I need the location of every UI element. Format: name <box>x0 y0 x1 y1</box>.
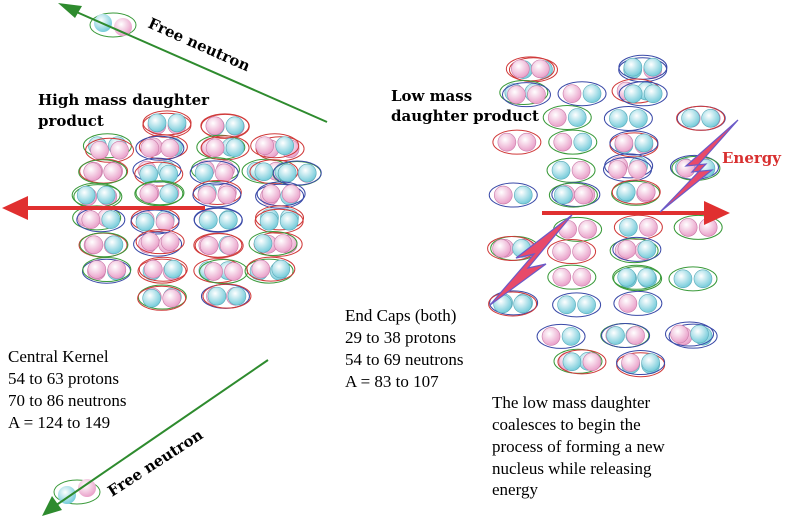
nucleon-pair <box>548 129 598 155</box>
end-caps-info: End Caps (both) 29 to 38 protons 54 to 6… <box>345 306 468 391</box>
central-kernel-info: Central Kernel 54 to 63 protons 70 to 86… <box>8 347 131 432</box>
nucleon-pair <box>612 264 662 290</box>
nucleon-pair <box>609 130 659 156</box>
nucleon-pair <box>135 135 185 161</box>
nucleon-pair <box>488 182 538 208</box>
free-neutron-top-arrow <box>58 3 328 123</box>
nucleon-pair <box>505 56 555 82</box>
nucleon-pair <box>254 208 304 234</box>
nucleon-pair <box>618 81 668 107</box>
low-mass-label-line-2: daughter product <box>391 107 539 125</box>
nucleon-pair <box>668 266 718 292</box>
central-kernel-neutrons: 70 to 86 neutrons <box>8 391 127 410</box>
free-neutron-bottom-particle <box>53 479 101 505</box>
high-mass-nucleus-cluster <box>71 110 322 311</box>
nucleon-pair <box>76 207 126 233</box>
nucleon-pair <box>676 105 726 131</box>
energy-lightning-icon <box>489 119 739 306</box>
coalesce-note-line-3: process of forming a new <box>492 437 666 456</box>
nucleon-pair <box>142 110 192 136</box>
high-mass-direction-arrow <box>2 196 205 220</box>
nucleon-pair <box>192 182 242 208</box>
high-mass-label: High mass daughter product <box>38 91 214 130</box>
central-kernel-mass: A = 124 to 149 <box>8 413 110 432</box>
central-kernel-title: Central Kernel <box>8 347 109 366</box>
nucleon-pair <box>613 214 663 240</box>
coalesce-note: The low mass daughter coalesces to begin… <box>492 393 669 499</box>
low-mass-nucleus-cluster <box>487 54 726 378</box>
nucleon-pair <box>603 105 653 131</box>
nucleon-pair <box>546 157 596 183</box>
nucleon-pair <box>542 105 592 131</box>
end-caps-neutrons: 54 to 69 neutrons <box>345 350 464 369</box>
nucleon-pair <box>557 349 607 375</box>
nucleon-pair <box>246 256 296 282</box>
high-mass-label-line-1: High mass daughter <box>38 91 210 109</box>
nucleon-pair <box>548 182 598 208</box>
low-mass-direction-arrow <box>542 201 730 225</box>
nucleon-pair <box>199 259 249 285</box>
nucleon-pair <box>501 82 551 108</box>
nucleon-pair <box>613 290 663 316</box>
nucleon-pair <box>612 236 662 262</box>
nucleon-pair <box>85 137 135 163</box>
free-neutron-top-particle <box>89 12 137 38</box>
nucleon-pair <box>194 233 244 259</box>
nucleon-pair <box>536 323 586 349</box>
nucleon-pair <box>552 292 602 318</box>
free-neutron-bottom-arrow <box>42 359 269 516</box>
nucleon-pair <box>611 179 661 205</box>
coalesce-note-line-4: nucleus while releasing <box>492 459 652 478</box>
high-mass-label-line-2: product <box>38 112 104 130</box>
low-mass-label-line-1: Low mass <box>391 87 472 105</box>
nucleon-pair <box>256 181 306 207</box>
coalesce-note-line-5: energy <box>492 480 538 499</box>
nucleon-pair <box>200 113 250 139</box>
coalesce-note-line-2: coalesces to begin the <box>492 415 641 434</box>
nucleon-pair <box>618 54 668 80</box>
end-caps-title: End Caps (both) <box>345 306 456 325</box>
central-kernel-protons: 54 to 63 protons <box>8 369 119 388</box>
nucleon-pair <box>82 257 132 283</box>
low-mass-label: Low mass daughter product <box>391 87 539 125</box>
nucleon-pair <box>557 81 607 107</box>
nucleon-pair <box>488 291 538 317</box>
nucleon-pair <box>250 133 300 159</box>
nucleon-pair <box>137 285 187 311</box>
nucleon-pair <box>189 160 239 186</box>
nucleon-pair <box>248 231 298 257</box>
nucleon-pair <box>547 264 597 290</box>
nucleon-pair <box>200 135 250 161</box>
nucleon-pair <box>134 161 184 187</box>
coalesce-note-line-1: The low mass daughter <box>492 393 650 412</box>
nucleon-pair <box>601 323 651 349</box>
nucleon-pair <box>272 160 322 186</box>
nucleon-pair <box>602 156 652 182</box>
nucleon-pair <box>616 350 666 376</box>
nucleon-pair <box>79 232 129 258</box>
nucleon-pair <box>547 239 597 265</box>
nucleon-pair <box>492 129 542 155</box>
nucleon-pair <box>193 207 243 233</box>
nucleon-pair <box>135 229 185 255</box>
nucleon-pair <box>130 209 180 235</box>
nucleon-pair <box>134 181 184 207</box>
end-caps-mass: A = 83 to 107 <box>345 372 439 391</box>
nucleon-pair <box>138 256 188 282</box>
nucleon-pair <box>673 214 723 240</box>
end-caps-protons: 29 to 38 protons <box>345 328 456 347</box>
nucleon-pair <box>665 321 715 347</box>
nucleon-pair <box>202 283 252 309</box>
energy-label: Energy <box>722 149 782 167</box>
